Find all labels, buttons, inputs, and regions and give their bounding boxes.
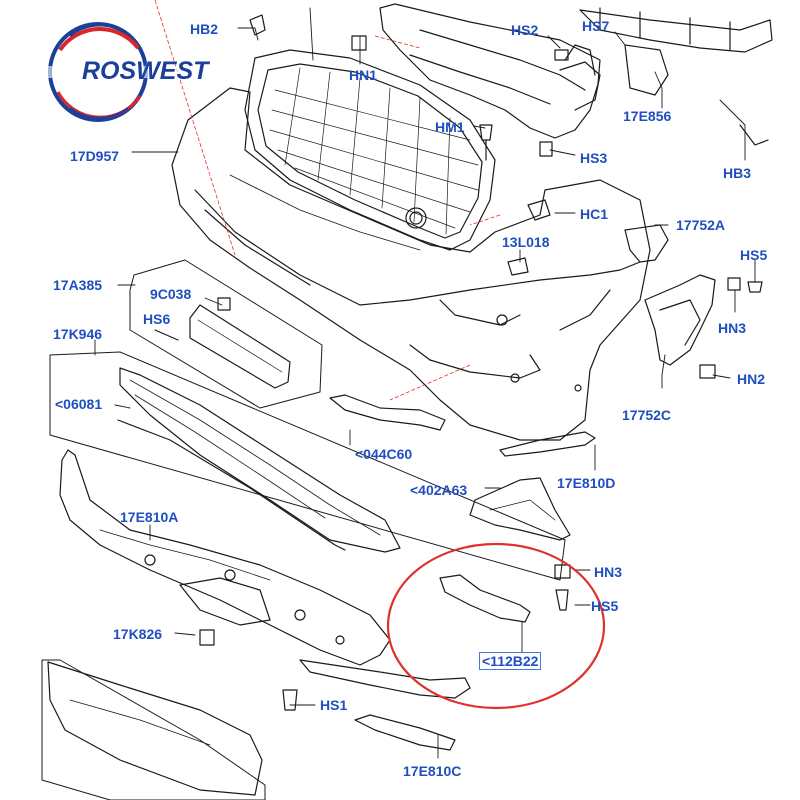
- side-brackets: [564, 44, 716, 366]
- part-label-17752c[interactable]: 17752C: [622, 407, 672, 423]
- part-label-17d957[interactable]: 17D957: [70, 148, 120, 164]
- brand-logo-mark: [40, 22, 240, 122]
- part-label-hc1[interactable]: HC1: [580, 206, 609, 222]
- part-label-hs2[interactable]: HS2: [511, 22, 539, 38]
- part-label-hs5-bottom[interactable]: HS5: [591, 598, 619, 614]
- part-label-17e856[interactable]: 17E856: [623, 108, 672, 124]
- front-bumper-cover: [171, 87, 651, 441]
- part-label-17e810a[interactable]: 17E810A: [120, 509, 179, 525]
- corner-bracket: [469, 477, 571, 541]
- part-label-17e810d[interactable]: 17E810D: [557, 475, 616, 491]
- part-label-9c038[interactable]: 9C038: [150, 286, 192, 302]
- license-plate-frame: [129, 259, 323, 409]
- part-label-hn2[interactable]: HN2: [737, 371, 766, 387]
- highlight-circle: [386, 542, 606, 710]
- part-label-hs7[interactable]: HS7: [582, 18, 610, 34]
- part-label-hs6[interactable]: HS6: [143, 311, 171, 327]
- part-label-17k826[interactable]: 17K826: [113, 626, 163, 642]
- front-lip: [299, 659, 471, 699]
- reference-lines: [154, 0, 501, 401]
- skid-plate-frame: [41, 659, 266, 800]
- part-label-hs1[interactable]: HS1: [320, 697, 348, 713]
- part-label-hn3-bottom[interactable]: HN3: [594, 564, 623, 580]
- brand-logo: ROSWEST: [82, 57, 209, 85]
- lower-undertray: [59, 449, 391, 666]
- lower-grille-frame: [49, 351, 566, 581]
- part-label-hb3[interactable]: HB3: [723, 165, 752, 181]
- part-label-044c60[interactable]: <044C60: [355, 446, 413, 462]
- upper-reinforcement-bar: [379, 3, 773, 139]
- fasteners: [154, 14, 769, 711]
- trim-strip-d: [499, 431, 596, 457]
- part-label-hb2[interactable]: HB2: [190, 21, 219, 37]
- fog-lamp-trim: [329, 394, 446, 431]
- part-label-hs5-top[interactable]: HS5: [740, 247, 768, 263]
- part-label-hm1[interactable]: HM1: [435, 119, 465, 135]
- part-label-17a385[interactable]: 17A385: [53, 277, 103, 293]
- part-label-hs3[interactable]: HS3: [580, 150, 608, 166]
- part-label-17k946[interactable]: 17K946: [53, 326, 103, 342]
- part-label-hn3-top[interactable]: HN3: [718, 320, 747, 336]
- part-label-402a63[interactable]: <402A63: [410, 482, 468, 498]
- part-label-17752a[interactable]: 17752A: [676, 217, 726, 233]
- part-label-17e810c[interactable]: 17E810C: [403, 763, 462, 779]
- front-grille: [244, 49, 496, 251]
- part-label-112b22[interactable]: <112B22: [479, 652, 542, 670]
- trim-strip-c: [354, 714, 456, 751]
- part-label-06081[interactable]: <06081: [55, 396, 103, 412]
- part-label-hn1[interactable]: HN1: [349, 67, 378, 83]
- part-label-13l018[interactable]: 13L018: [502, 234, 550, 250]
- trim-part-112b22: [439, 574, 531, 623]
